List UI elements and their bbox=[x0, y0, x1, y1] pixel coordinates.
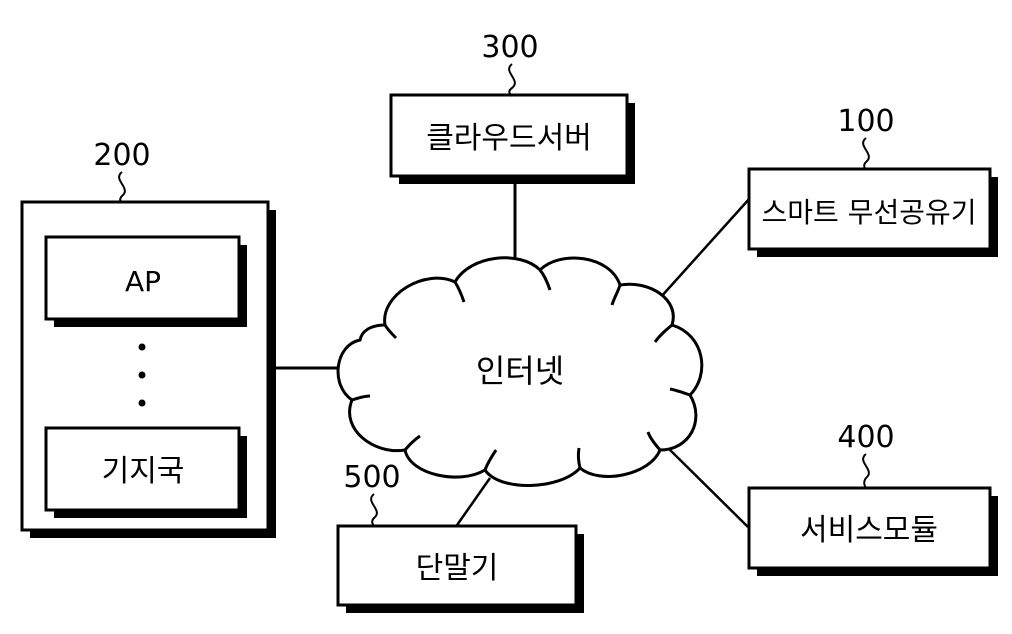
base-station-group-ref: 200 bbox=[93, 138, 150, 173]
cloud-server-label: 클라우드서버 bbox=[426, 121, 592, 156]
ellipsis-dot bbox=[139, 344, 146, 351]
base-station-group: 200 AP 기지국 bbox=[22, 138, 276, 538]
ap-label: AP bbox=[125, 265, 161, 298]
base-station-group-leader bbox=[119, 172, 125, 203]
cloud-server-node: 클라우드서버 300 bbox=[391, 30, 635, 184]
terminal-leader bbox=[371, 494, 377, 526]
internet-label: 인터넷 bbox=[476, 352, 564, 390]
service-module-node: 서비스모듈 400 bbox=[749, 420, 998, 576]
cloud-server-ref: 300 bbox=[481, 30, 538, 65]
smart-router-label: 스마트 무선공유기 bbox=[762, 196, 977, 229]
terminal-label: 단말기 bbox=[416, 551, 499, 586]
smart-router-ref: 100 bbox=[837, 104, 894, 139]
link-servicemodule-internet bbox=[665, 445, 748, 527]
smart-router-leader bbox=[863, 138, 869, 170]
service-module-label: 서비스모듈 bbox=[800, 513, 938, 548]
base-station-label: 기지국 bbox=[102, 454, 185, 489]
smart-router-node: 스마트 무선공유기 100 bbox=[749, 104, 998, 257]
service-module-ref: 400 bbox=[837, 420, 894, 455]
link-terminal-internet bbox=[455, 478, 490, 528]
link-router-internet bbox=[660, 198, 750, 298]
cloud-server-leader bbox=[509, 64, 515, 96]
terminal-ref: 500 bbox=[343, 460, 400, 495]
service-module-leader bbox=[863, 454, 869, 488]
ellipsis-dot bbox=[139, 372, 146, 379]
ellipsis-dot bbox=[139, 400, 146, 407]
